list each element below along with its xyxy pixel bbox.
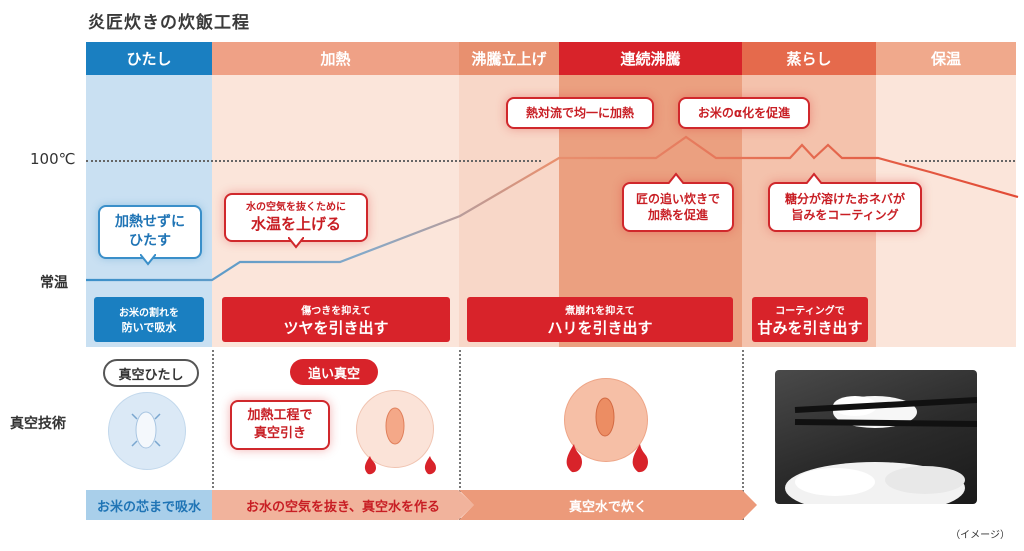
process-step-make-vacuum-water: お水の空気を抜き、真空水を作る bbox=[212, 490, 474, 520]
room-temp-label: 常温 bbox=[40, 275, 68, 291]
phase-header-steam: 蒸らし bbox=[742, 42, 876, 75]
boil-temp-label: 100℃ bbox=[30, 150, 76, 168]
rice-photo bbox=[775, 370, 977, 504]
vacuum-row-label: 真空技術 bbox=[10, 416, 66, 432]
callout-reheat-tail bbox=[668, 172, 684, 184]
effect-soak-big: 防いで吸水 bbox=[121, 321, 177, 334]
footnote: （イメージ） bbox=[950, 530, 1010, 541]
effect-sweet-big: 甘みを引き出す bbox=[757, 318, 863, 337]
callout-heat-small: 水の空気を抜くために bbox=[246, 201, 346, 213]
separator-2 bbox=[459, 350, 461, 520]
callout-convection: 熱対流で均一に加熱 bbox=[506, 97, 654, 129]
callout-heat-tail bbox=[288, 237, 304, 249]
boil-flame-icon bbox=[566, 444, 648, 473]
rice-grain-boil-icon bbox=[595, 397, 615, 437]
rice-grain-icon bbox=[131, 411, 161, 449]
effect-soak-small: お米の割れを bbox=[119, 308, 179, 319]
effect-gloss-big: ツヤを引き出す bbox=[283, 318, 389, 337]
chase-vacuum-pill: 追い真空 bbox=[290, 359, 378, 385]
process-step-cook: 真空水で炊く bbox=[459, 490, 757, 520]
phase-header-rise: 沸騰立上げ bbox=[459, 42, 559, 75]
flame-icon bbox=[364, 456, 436, 475]
boil-dotted-line bbox=[86, 160, 541, 162]
callout-sugar-tail bbox=[806, 172, 822, 184]
effect-box-soak: お米の割れを 防いで吸水 bbox=[94, 297, 204, 342]
effect-box-sweet: コーティングで 甘みを引き出す bbox=[752, 297, 868, 342]
vacuum-soak-pill: 真空ひたし bbox=[103, 359, 199, 387]
separator-1 bbox=[212, 350, 214, 520]
effect-sweet-small: コーティングで bbox=[775, 305, 845, 317]
effect-gloss-small: 傷つきを抑えて bbox=[301, 305, 371, 317]
callout-sugar: 糖分が溶けたおネバが 旨みをコーティング bbox=[768, 182, 922, 232]
phase-header-heat: 加熱 bbox=[212, 42, 459, 75]
effect-firmness-big: ハリを引き出す bbox=[547, 318, 653, 337]
callout-heat: 水の空気を抜くために 水温を上げる bbox=[224, 193, 368, 242]
effect-box-gloss: 傷つきを抑えて ツヤを引き出す bbox=[222, 297, 450, 342]
phase-header-keep: 保温 bbox=[876, 42, 1016, 75]
callout-heat-big: 水温を上げる bbox=[250, 215, 341, 234]
process-step-absorb: お米の芯まで吸水 bbox=[86, 490, 212, 520]
phase-header-boil: 連続沸騰 bbox=[559, 42, 742, 75]
diagram-title: 炎匠炊きの炊飯工程 bbox=[88, 13, 250, 33]
effect-firmness-small: 煮崩れを抑えて bbox=[565, 305, 635, 317]
callout-soak: 加熱せずに ひたす bbox=[98, 205, 202, 259]
effect-box-firmness: 煮崩れを抑えて ハリを引き出す bbox=[467, 297, 733, 342]
callout-vacuum-heat: 加熱工程で 真空引き bbox=[230, 400, 330, 450]
callout-alpha: お米のα化を促進 bbox=[678, 97, 810, 129]
callout-soak-tail bbox=[140, 254, 156, 266]
boil-dotted-line-right bbox=[905, 160, 1015, 162]
phase-header-soak: ひたし bbox=[86, 42, 212, 75]
callout-reheat: 匠の追い炊きで 加熱を促進 bbox=[622, 182, 734, 232]
rice-grain-heat-icon bbox=[385, 407, 405, 445]
separator-3 bbox=[742, 350, 744, 520]
